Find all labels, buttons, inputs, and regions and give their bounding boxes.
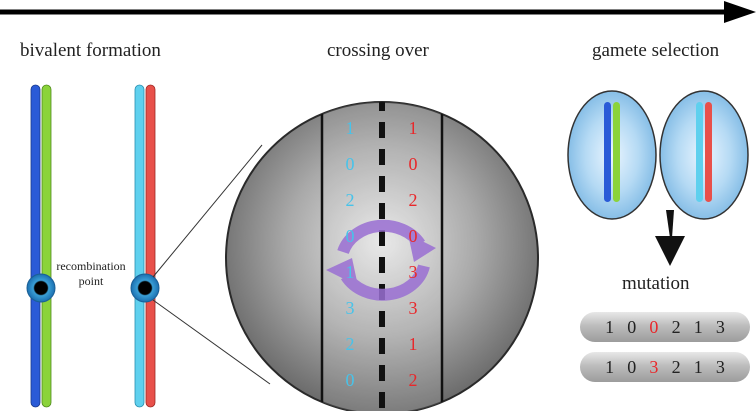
zoom-line-top <box>152 144 263 278</box>
sequence-digit: 3 <box>345 298 355 318</box>
sequence-digit: 2 <box>345 190 355 210</box>
timeline-arrow-icon <box>0 1 756 23</box>
crossing-over-magnifier <box>225 101 539 411</box>
sequence-digit: 0 <box>408 226 418 246</box>
sequence-digit: 1 <box>345 118 355 138</box>
sequence-digit: 1 <box>605 356 615 377</box>
gamete-cell-icon <box>659 90 749 220</box>
sequence-digit: 2 <box>408 190 418 210</box>
sequence-digit: 0 <box>649 316 659 337</box>
cycle-arrows-icon <box>326 219 436 301</box>
sequence-digit: 1 <box>345 262 355 282</box>
mutation-title: mutation <box>622 273 690 294</box>
sequence-digit: 0 <box>627 316 637 337</box>
gamete-selection-title: gamete selection <box>592 40 720 61</box>
sequence-digit: 1 <box>693 356 703 377</box>
zoom-line-bottom <box>152 299 271 385</box>
bivalent-formation-title: bivalent formation <box>20 40 161 61</box>
chromosome-pair-left <box>26 84 56 408</box>
centromere-icon <box>26 273 56 303</box>
sequence-digit: 2 <box>345 334 355 354</box>
recombination-label-line2: point <box>78 274 104 288</box>
sequence-digit: 0 <box>627 356 637 377</box>
sequence-digit: 3 <box>649 356 659 377</box>
sequence-digit: 0 <box>345 154 355 174</box>
sequence-digit: 3 <box>715 356 725 377</box>
centromere-icon <box>130 273 160 303</box>
sequence-digit: 1 <box>408 118 418 138</box>
sequence-digit: 3 <box>408 298 418 318</box>
sequence-digit: 0 <box>408 154 418 174</box>
sequence-digit: 0 <box>345 226 355 246</box>
sequence-digit: 2 <box>408 370 418 390</box>
sequence-digit: 1 <box>693 316 703 337</box>
sequence-digit: 1 <box>408 334 418 354</box>
chromosome-pair-right <box>130 84 160 408</box>
sequence-digit: 0 <box>345 370 355 390</box>
sequence-digit: 3 <box>715 316 725 337</box>
sequence-digit: 2 <box>671 316 681 337</box>
gamete-cell-icon <box>567 90 657 220</box>
down-arrow-icon <box>655 210 685 266</box>
recombination-point-label: recombination point <box>50 259 132 289</box>
crossing-over-title: crossing over <box>327 40 429 61</box>
sequence-digit: 2 <box>671 356 681 377</box>
recombination-label-line1: recombination <box>56 259 126 273</box>
sequence-digit: 1 <box>605 316 615 337</box>
sequence-digit: 3 <box>408 262 418 282</box>
